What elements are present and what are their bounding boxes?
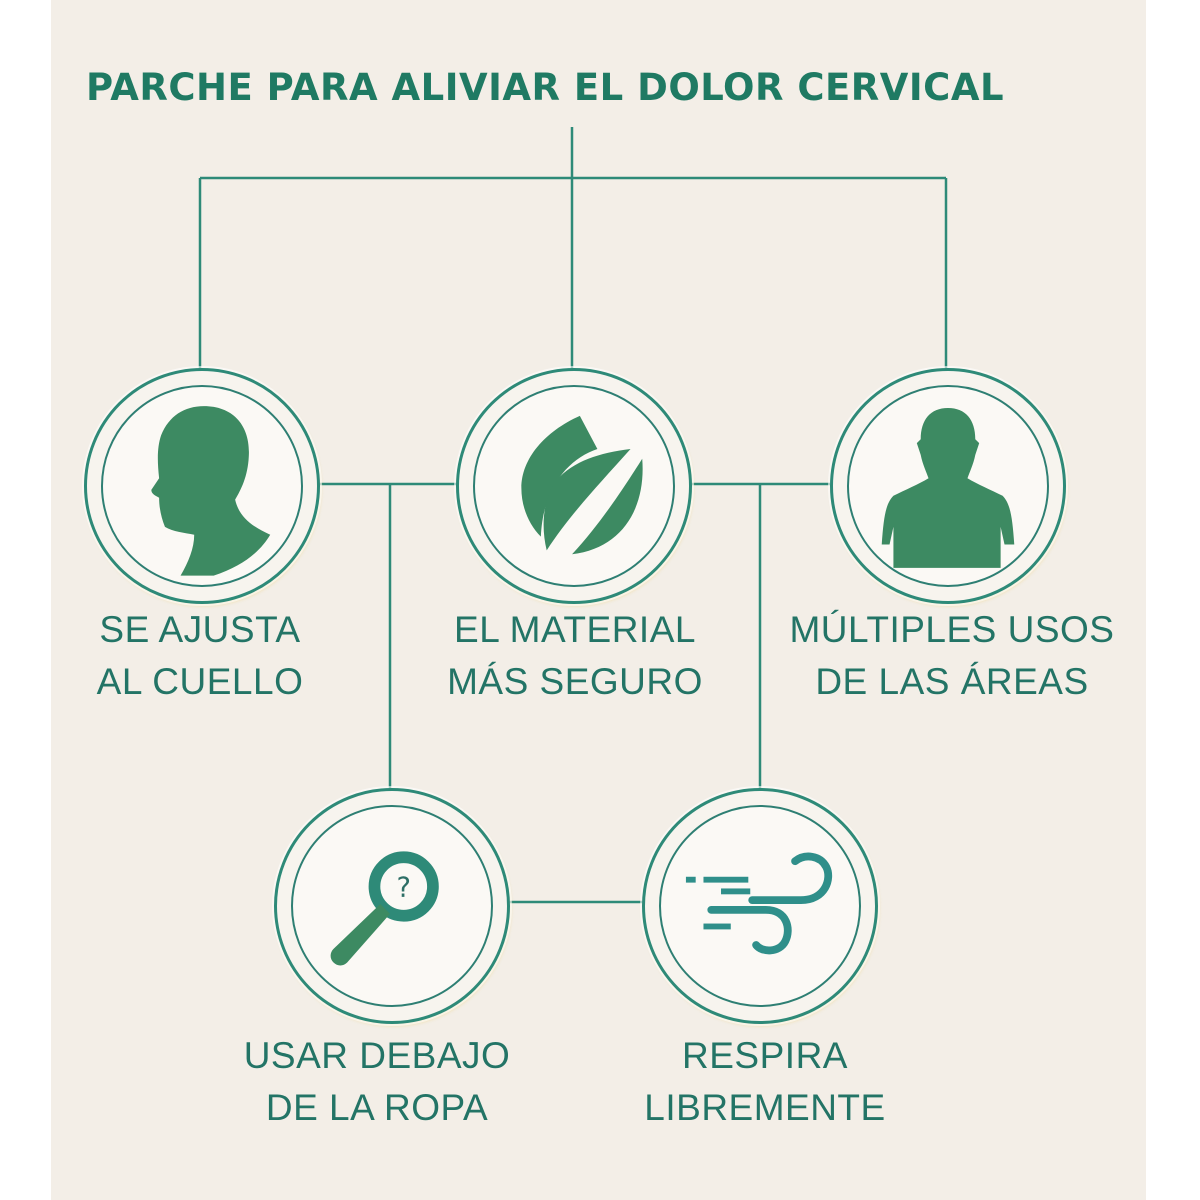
upper-body-icon xyxy=(881,408,1015,568)
node-clothes: ? xyxy=(274,788,510,1024)
label-areas: MÚLTIPLES USOS DE LAS ÁREAS xyxy=(789,609,1115,702)
diagram-title: PARCHE PARA ALIVIAR EL DOLOR CERVICAL xyxy=(86,66,1005,109)
node-breathe xyxy=(642,788,878,1024)
svg-text:?: ? xyxy=(396,872,410,903)
label-clothes: USAR DEBAJO DE LA ROPA xyxy=(243,1035,511,1128)
head-profile-icon xyxy=(151,406,271,576)
label-material: EL MATERIAL MÁS SEGURO xyxy=(447,609,703,702)
magnifier-question-icon: ? xyxy=(330,851,439,966)
node-material xyxy=(456,368,692,604)
node-areas xyxy=(830,368,1066,604)
label-neck: SE AJUSTA AL CUELLO xyxy=(96,609,304,702)
node-neck xyxy=(84,368,320,604)
leaf-icon xyxy=(521,415,643,555)
wind-icon xyxy=(685,852,833,955)
label-breathe: RESPIRA LIBREMENTE xyxy=(644,1035,886,1128)
